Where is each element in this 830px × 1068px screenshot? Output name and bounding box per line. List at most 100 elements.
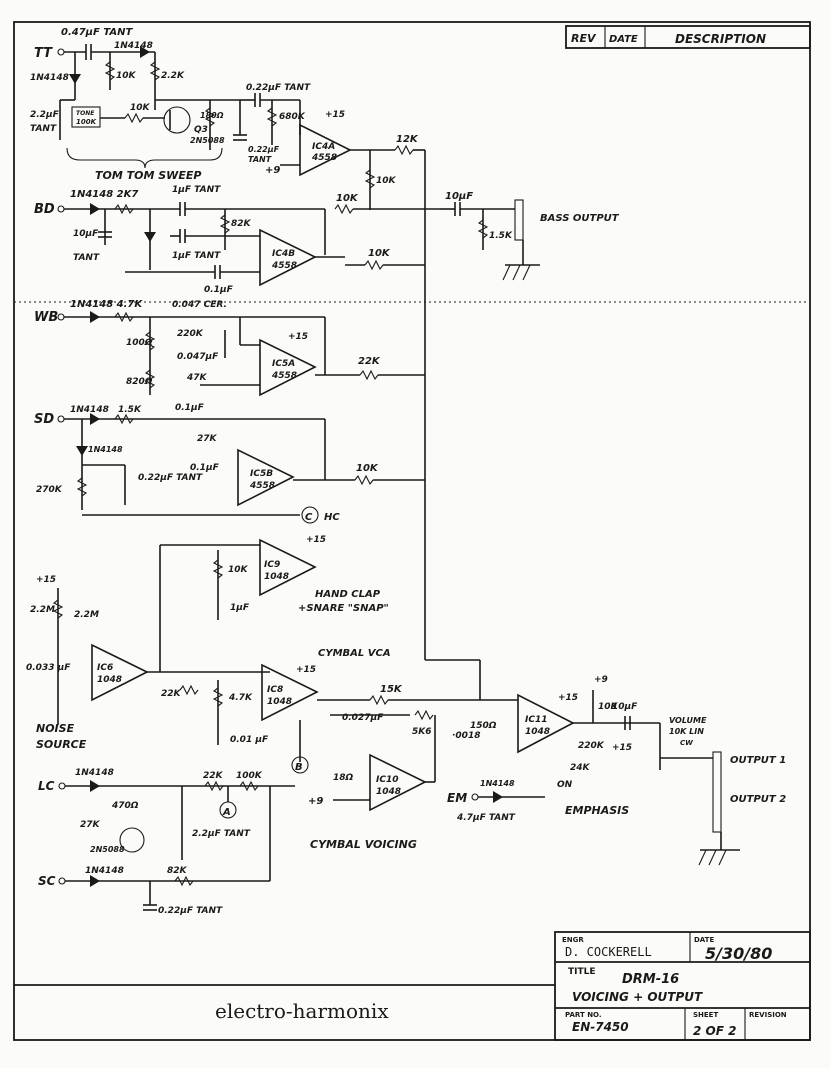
svg-text:2.2M: 2.2M (74, 610, 99, 620)
svg-text:0.22µF TANT: 0.22µF TANT (246, 83, 311, 93)
svg-text:1N4148: 1N4148 (30, 73, 69, 83)
svg-text:A: A (222, 807, 231, 818)
wood-block-section: WB 1N4148 4.7K 0.047 CER. 100Ω 820Ω 220K… (34, 299, 425, 397)
svg-text:C: C (305, 512, 313, 523)
svg-text:1N4148: 1N4148 (75, 768, 114, 778)
svg-text:10K: 10K (336, 193, 359, 204)
svg-text:4558: 4558 (249, 481, 275, 491)
svg-text:IC10: IC10 (376, 775, 398, 785)
svg-text:0.027µF: 0.027µF (342, 713, 384, 723)
svg-text:820Ω: 820Ω (126, 377, 153, 387)
svg-text:0.033 µF: 0.033 µF (26, 663, 71, 673)
svg-text:+15: +15 (296, 665, 316, 675)
svg-text:2.2K: 2.2K (161, 71, 185, 81)
svg-text:82K: 82K (231, 219, 252, 229)
svg-text:+9: +9 (265, 165, 280, 176)
svg-text:10K: 10K (598, 702, 619, 712)
svg-text:4558: 4558 (271, 261, 297, 271)
input-em: EM (447, 791, 467, 805)
svg-text:Q3: Q3 (194, 125, 208, 135)
sheet-label: SHEET (693, 1011, 718, 1019)
svg-text:+15: +15 (558, 693, 578, 703)
output2-label: OUTPUT 2 (730, 794, 786, 805)
svg-text:15K: 15K (380, 684, 403, 695)
svg-text:1µF TANT: 1µF TANT (172, 251, 221, 261)
sheet-border (13, 21, 811, 1041)
svg-text:10µF: 10µF (445, 191, 473, 202)
svg-text:27K: 27K (197, 434, 218, 444)
title-block: ENGR D. COCKERELL DATE 5/30/80 TITLE DRM… (554, 931, 811, 1041)
svg-text:2.2M: 2.2M (30, 605, 55, 615)
output1-label: OUTPUT 1 (730, 755, 786, 766)
svg-text:+15: +15 (612, 743, 632, 753)
svg-text:0.47µF TANT: 0.47µF TANT (61, 27, 133, 38)
output-mixer-section: IC11 1048 +15 +9 10K 10µF 220K +15 24K O… (480, 675, 786, 866)
svg-text:1N4148: 1N4148 (85, 866, 124, 876)
date-label: DATE (694, 936, 714, 944)
svg-text:0.1µF: 0.1µF (190, 463, 220, 473)
svg-text:0.22µF: 0.22µF (248, 145, 280, 154)
svg-text:1N4148 4.7K: 1N4148 4.7K (70, 299, 143, 310)
svg-text:0.01 µF: 0.01 µF (230, 735, 269, 745)
svg-text:10µF: 10µF (612, 702, 638, 712)
svg-text:TANT: TANT (30, 124, 57, 134)
svg-text:1N4148 2K7: 1N4148 2K7 (70, 189, 138, 200)
svg-text:B: B (295, 762, 303, 773)
svg-text:10K: 10K (228, 565, 249, 575)
svg-text:270K: 270K (36, 485, 63, 495)
cymbal-vca-label: CYMBAL VCA (318, 648, 391, 659)
input-tt: TT (34, 46, 53, 61)
svg-text:2N5088: 2N5088 (190, 136, 225, 145)
svg-text:+15: +15 (306, 535, 326, 545)
input-bd: BD (34, 202, 55, 217)
hand-clap-section: IC9 1048 +15 10K 1µF HAND CLAP +SNARE "S… (159, 535, 389, 672)
part-label: PART NO. (565, 1011, 602, 1019)
input-sc: SC (38, 874, 56, 888)
svg-text:0.1µF: 0.1µF (175, 403, 205, 413)
hand-clap-label: HAND CLAP (315, 589, 381, 600)
tom-tom-sweep-label: TOM TOM SWEEP (95, 169, 201, 182)
svg-text:+15: +15 (288, 332, 308, 342)
svg-text:2.2µF TANT: 2.2µF TANT (192, 829, 251, 839)
description-header: DESCRIPTION (675, 32, 766, 46)
svg-text:1.5K: 1.5K (489, 231, 513, 241)
engr-value: D. COCKERELL (565, 945, 652, 959)
cymbal-voicing-label: CYMBAL VOICING (310, 838, 417, 851)
svg-text:1048: 1048 (376, 787, 401, 797)
svg-text:22K: 22K (358, 356, 381, 367)
tom-tom-section: TT 0.47µF TANT 1N4148 1N4148 10K 2.2K 2.… (30, 27, 426, 660)
snare-drum-section: SD 1N4148 1.5K 0.1µF 27K 0.1µF 1N4148 27… (34, 403, 425, 524)
svg-text:0.22µF TANT: 0.22µF TANT (158, 906, 223, 916)
svg-text:4.7µF TANT: 4.7µF TANT (456, 813, 516, 823)
part-value: EN-7450 (572, 1020, 629, 1034)
svg-text:100K: 100K (236, 771, 263, 781)
svg-text:CW: CW (680, 739, 693, 747)
svg-text:1048: 1048 (525, 727, 550, 737)
svg-text:+15: +15 (36, 575, 56, 585)
source-label: SOURCE (36, 738, 87, 751)
svg-text:10K: 10K (356, 463, 379, 474)
svg-text:0.1µF: 0.1µF (204, 285, 234, 295)
svg-text:+9: +9 (308, 796, 323, 807)
svg-text:IC9: IC9 (264, 560, 280, 570)
svg-text:1048: 1048 (267, 697, 292, 707)
svg-text:HC: HC (324, 512, 340, 523)
svg-text:5K6: 5K6 (412, 727, 432, 737)
svg-text:TANT: TANT (73, 253, 100, 263)
svg-text:82K: 82K (167, 866, 188, 876)
svg-text:0.047 CER.: 0.047 CER. (172, 300, 227, 310)
svg-text:10K: 10K (376, 176, 397, 186)
date-header: DATE (609, 34, 638, 45)
svg-text:10K LIN: 10K LIN (669, 727, 704, 736)
svg-text:10K: 10K (368, 248, 391, 259)
svg-text:ON: ON (557, 780, 573, 790)
svg-text:2.2µF: 2.2µF (30, 110, 60, 120)
svg-text:VOLUME: VOLUME (669, 716, 707, 725)
svg-text:IC6: IC6 (97, 663, 113, 673)
company-logo: electro-harmonix (215, 999, 389, 1023)
svg-text:12K: 12K (396, 134, 419, 145)
svg-text:1N4148: 1N4148 (88, 445, 123, 454)
noise-label: NOISE (36, 722, 75, 735)
svg-text:4.7K: 4.7K (228, 693, 253, 703)
svg-text:4558: 4558 (311, 153, 337, 163)
